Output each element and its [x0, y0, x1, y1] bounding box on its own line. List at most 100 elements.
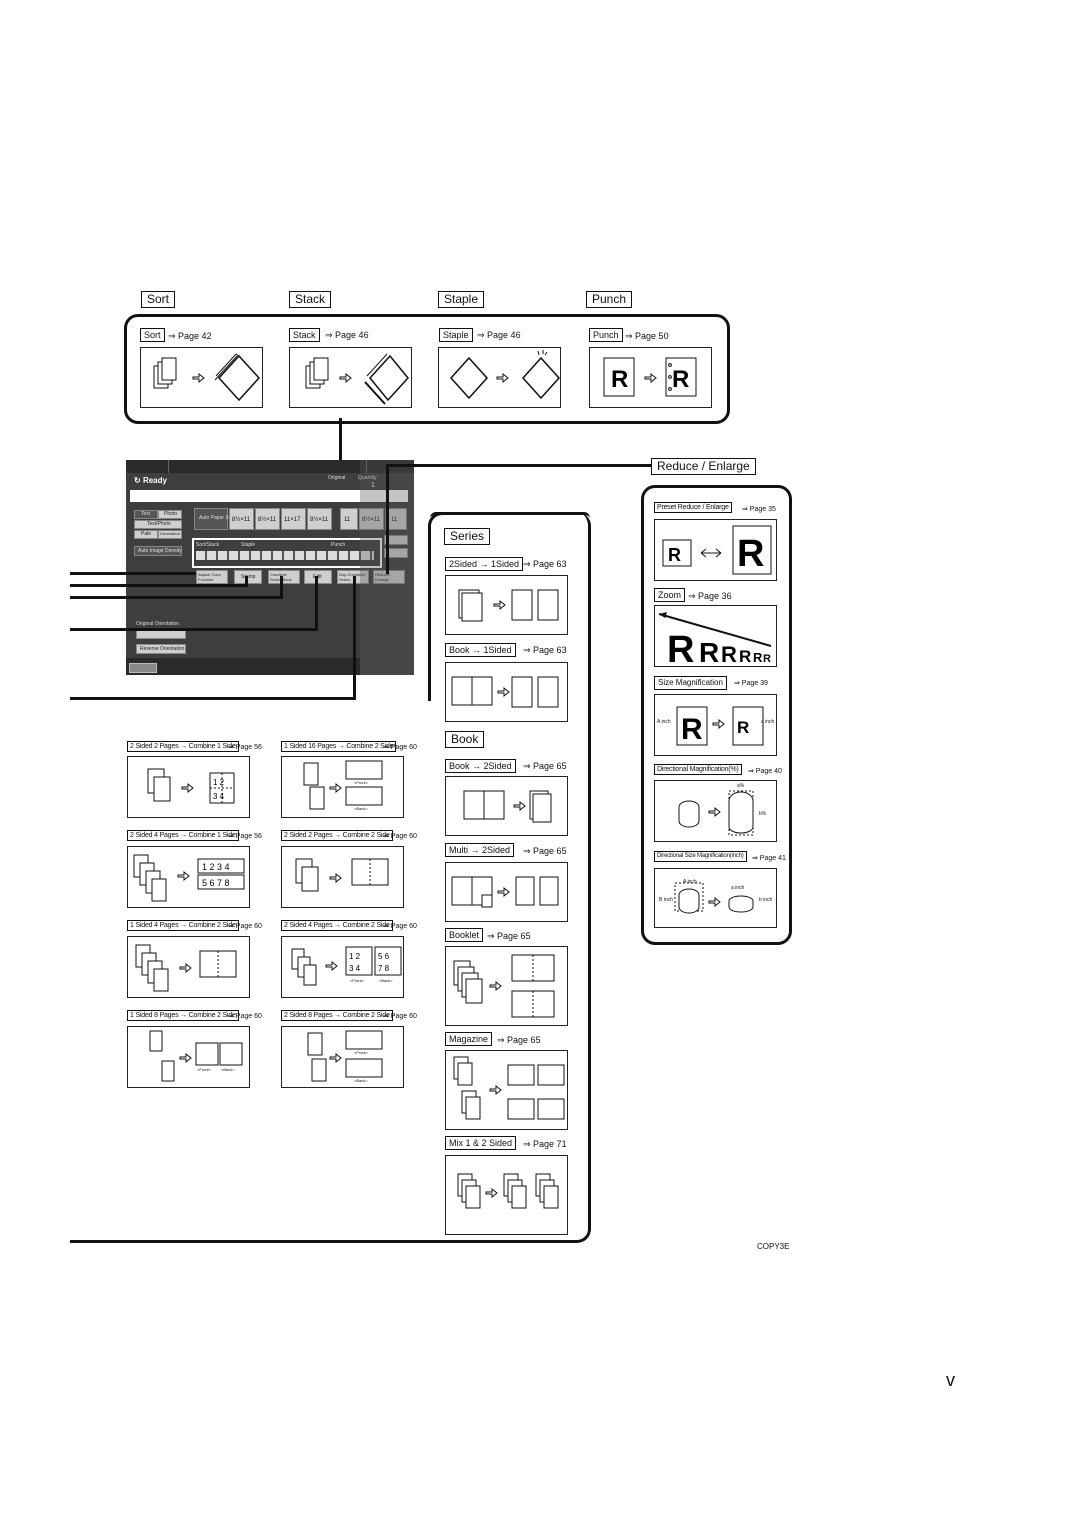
tray-4[interactable]: 8½×11	[307, 508, 332, 530]
connector-line	[386, 464, 389, 574]
row-label-punch: Punch	[331, 542, 346, 548]
tray-6[interactable]: 8½×11	[359, 508, 384, 530]
panel-quantity-label: Quantity	[358, 475, 377, 481]
punch-label: Punch	[589, 328, 623, 342]
combine-label-5: 1 Sided 4 Pages → Combine 2 Side	[127, 920, 239, 931]
func-reduce-enlarge[interactable]: Reduce/ Enlarge	[373, 570, 405, 584]
book-booklet-illustration	[445, 946, 568, 1026]
combine-ref-7: ⇒ Page 60	[228, 1013, 262, 1020]
size-magnification-label: Size Magnification	[654, 676, 727, 690]
panel-side-btn-1[interactable]	[384, 535, 408, 545]
combine-illustration-4	[281, 846, 404, 908]
svg-text:R: R	[753, 650, 763, 665]
series-2sided-1sided-ref: ⇒ Page 63	[523, 559, 567, 569]
book-multi-2sided-ref: ⇒ Page 65	[523, 846, 567, 856]
tray-2[interactable]: 8½×11	[255, 508, 280, 530]
punch-page-ref: ⇒ Page 50	[625, 331, 669, 341]
directional-mag-ref: ⇒ Page 40	[748, 768, 782, 775]
stack-diagram-icon	[305, 353, 409, 405]
svg-text:3 4: 3 4	[349, 964, 361, 973]
combine-2s-8p-icon	[307, 1030, 383, 1082]
svg-text:3 4: 3 4	[213, 792, 225, 801]
size-magnification-illustration: R R A inch a inch	[654, 694, 777, 756]
staple-illustration	[438, 347, 561, 408]
sort-diagram-icon	[153, 353, 261, 402]
svg-text:1 2: 1 2	[213, 778, 225, 787]
func-adjust-color[interactable]: Adjust/ Color Function	[196, 570, 228, 584]
combine-label-6: 2 Sided 4 Pages → Combine 2 Side	[281, 920, 393, 931]
tab-staple: Staple	[438, 291, 485, 308]
original-orientation-label: Original Orientation	[136, 621, 180, 627]
combine-illustration-2: <Front> <Back>	[281, 756, 404, 818]
book-multi-2sided-illustration	[445, 862, 568, 922]
page-number: v	[946, 1370, 955, 1390]
connector-line	[70, 697, 356, 700]
sort-label: Sort	[140, 328, 165, 342]
stack-label: Stack	[289, 328, 320, 342]
tab-punch: Punch	[586, 291, 633, 308]
mode-pale[interactable]: Pale	[134, 530, 158, 539]
svg-text:R: R	[737, 533, 764, 575]
book-to-duplex-icon	[463, 790, 552, 823]
connector-line	[70, 628, 318, 631]
tray-3[interactable]: 11×17	[281, 508, 306, 530]
directional-size-mag-label: Directional Size Magnification(inch)	[654, 851, 747, 862]
finishing-row-highlight	[192, 538, 382, 568]
func-stamp[interactable]: Stamp	[234, 570, 262, 584]
open-book-icon	[451, 676, 559, 708]
book-book-2sided-label: Book → 2Sided	[445, 759, 516, 773]
staple-diagram-icon	[449, 350, 561, 400]
combine-ref-8: ⇒ Page 60	[383, 1013, 417, 1020]
sort-page-ref: ⇒ Page 42	[168, 331, 212, 341]
book-booklet-label: Booklet	[445, 928, 484, 942]
preset-reduce-ref: ⇒ Page 35	[742, 506, 776, 513]
connector-line	[70, 584, 248, 587]
combine-illustration-8: <Front> <Back>	[281, 1026, 404, 1088]
tray-7[interactable]: 11	[385, 508, 407, 530]
tray-1[interactable]: 8½×11	[229, 508, 254, 530]
panel-message-bar	[130, 490, 408, 502]
directional-mag-illustration: a% b%	[654, 780, 777, 842]
mode-generation[interactable]: Generation	[158, 530, 182, 539]
tray-5[interactable]: 11	[340, 508, 358, 530]
combine-label-8: 2 Sided 8 Pages → Combine 2 Side	[281, 1010, 393, 1021]
connector-line	[245, 576, 248, 587]
mode-photo[interactable]: Photo	[158, 510, 182, 519]
combine-illustration-3: 1 2 3 4 5 6 7 8	[127, 846, 250, 908]
copier-control-panel: ↻ Ready Original Quantity 1 Text Photo T…	[126, 460, 414, 675]
svg-text:R: R	[611, 366, 628, 393]
combine-illustration-5	[127, 936, 250, 998]
directional-size-mag-ref: ⇒ Page 41	[752, 855, 786, 862]
svg-text:R: R	[699, 637, 719, 668]
row-label-staple: Staple	[241, 542, 256, 548]
combine-ref-5: ⇒ Page 60	[228, 923, 262, 930]
two-sided-pages-icon	[458, 589, 559, 622]
auto-image-density-button[interactable]: Auto Image Density	[134, 546, 182, 556]
mode-text[interactable]: Text	[134, 510, 158, 519]
series-book-1sided-label: Book → 1Sided	[445, 643, 516, 657]
svg-text:7 8: 7 8	[378, 964, 390, 973]
connector-line	[70, 596, 283, 599]
combine-2s-4p-icon: 1 23 4 5 67 8	[291, 946, 402, 986]
auto-paper-select-button[interactable]: Auto Paper Select	[194, 508, 239, 530]
finishing-option-buttons[interactable]	[196, 551, 374, 560]
size-magnification-icon: R R	[676, 706, 764, 746]
mode-text-photo[interactable]: Text/Photo	[134, 520, 182, 529]
panel-side-btn-2[interactable]	[384, 548, 408, 558]
reverse-orientation-button[interactable]: Reverse Orientation	[136, 644, 186, 654]
zoom-label: Zoom	[654, 588, 686, 602]
sort-illustration	[140, 347, 263, 408]
magazine-icon	[453, 1056, 565, 1120]
directional-magnification-icon	[678, 790, 754, 836]
book-book-2sided-ref: ⇒ Page 65	[523, 761, 567, 771]
series-book-1sided-ref: ⇒ Page 63	[523, 645, 567, 655]
combine-label-7: 1 Sided 8 Pages → Combine 2 Side	[127, 1010, 239, 1021]
combine-label-3: 2 Sided 4 Pages → Combine 1 Side	[127, 830, 239, 841]
combine-illustration-1: 1 2 3 4	[127, 756, 250, 818]
staple-page-ref: ⇒ Page 46	[477, 330, 521, 340]
svg-text:R: R	[681, 713, 703, 746]
panel-original-label: Original	[328, 475, 346, 481]
book-magazine-label: Magazine	[445, 1032, 493, 1046]
tab-reduce-enlarge: Reduce / Enlarge	[651, 458, 756, 475]
